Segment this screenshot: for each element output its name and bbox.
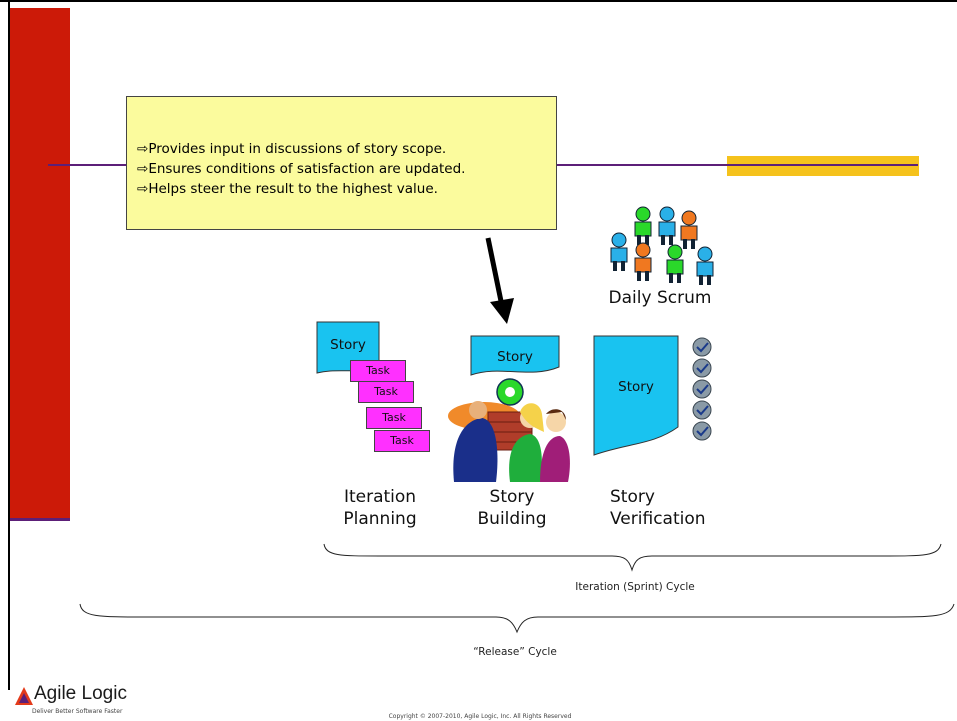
verification-story-label: Story: [618, 379, 654, 395]
logo-wordmark: Agile Logic: [34, 683, 127, 704]
down-arrow-icon: [485, 237, 514, 324]
person-icon: [634, 242, 652, 281]
release-cycle-label: “Release” Cycle: [473, 646, 557, 658]
daily-scrum-label: Daily Scrum: [608, 288, 712, 308]
note-item-3: ⇨Helps steer the result to the highest v…: [137, 181, 438, 197]
purple-bar-bottom: [10, 518, 70, 521]
agile-logic-logo-icon: [15, 687, 33, 705]
task-card: Task: [366, 407, 422, 429]
person-icon: [696, 246, 714, 285]
iteration-cycle-brace-icon: [323, 543, 942, 572]
building-story-card-icon: [470, 335, 560, 376]
person-icon: [680, 210, 698, 249]
planning-story-label: Story: [330, 337, 366, 353]
slide-left-border: [8, 0, 10, 690]
story-verification-label: Story Verification: [610, 487, 706, 529]
release-cycle-brace-icon: [79, 603, 955, 634]
note-item-1: ⇨Provides input in discussions of story …: [137, 141, 447, 157]
verification-checkmarks-icon: [692, 337, 712, 441]
building-story-label: Story: [497, 349, 533, 365]
team-building-clipart-icon: [448, 378, 570, 482]
person-icon: [610, 232, 628, 271]
person-icon: [634, 206, 652, 245]
red-side-bar: [10, 8, 70, 520]
note-item-2: ⇨Ensures conditions of satisfaction are …: [137, 161, 466, 177]
verification-story-card-icon: [593, 335, 679, 456]
daily-scrum-people-icon: [610, 206, 714, 285]
iteration-cycle-label: Iteration (Sprint) Cycle: [575, 581, 695, 593]
story-building-label: Story Building: [477, 487, 547, 529]
person-icon: [666, 244, 684, 283]
logo-tagline: Deliver Better Software Faster: [32, 708, 123, 715]
task-card: Task: [358, 381, 414, 403]
task-card: Task: [350, 360, 406, 382]
slide-top-border: [0, 0, 957, 2]
person-icon: [658, 206, 676, 245]
product-owner-note: ⇨Provides input in discussions of story …: [126, 96, 557, 230]
task-card: Task: [374, 430, 430, 452]
gold-accent-bar: [727, 156, 919, 176]
iteration-planning-label: Iteration Planning: [343, 487, 417, 529]
copyright-footer: Copyright © 2007-2010, Agile Logic, Inc.…: [388, 713, 572, 720]
